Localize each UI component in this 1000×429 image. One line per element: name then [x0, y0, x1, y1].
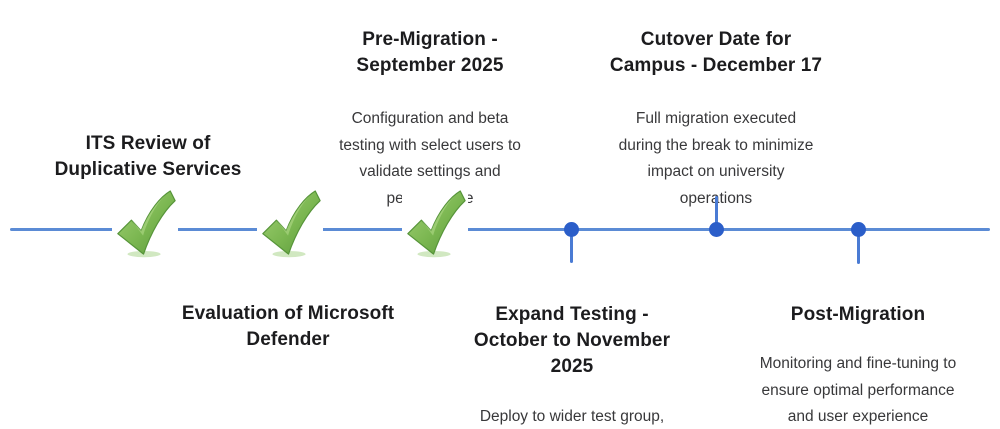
milestone-expand-testing: Expand Testing - October to November 202… — [452, 284, 692, 429]
milestone-evaluation-defender: Evaluation of Microsoft Defender — [158, 283, 418, 371]
milestone-cutover-date: Cutover Date for Campus - December 17 Fu… — [596, 9, 836, 230]
connector-line-down — [570, 236, 573, 263]
check-icon — [112, 190, 178, 258]
milestone-post-migration: Post-Migration Monitoring and fine-tunin… — [738, 284, 978, 429]
milestone-title: Expand Testing - October to November 202… — [473, 304, 671, 377]
timeline-line — [10, 228, 990, 231]
milestone-title: Post-Migration — [790, 304, 926, 325]
milestone-title: Evaluation of Microsoft Defender — [181, 303, 395, 350]
milestone-dot — [851, 222, 866, 237]
milestone-its-review: ITS Review of Duplicative Services — [28, 113, 268, 201]
milestone-description: Deploy to wider test group, ITS and volu… — [479, 408, 665, 425]
milestone-dot — [709, 222, 724, 237]
milestone-title: Pre-Migration - September 2025 — [356, 29, 504, 76]
milestone-description: Monitoring and fine-tuning to ensure opt… — [759, 355, 957, 425]
connector-line-up — [715, 196, 718, 224]
check-icon — [402, 190, 468, 258]
milestone-title: Cutover Date for Campus - December 17 — [609, 29, 823, 76]
connector-line-down — [857, 236, 860, 264]
milestone-dot — [564, 222, 579, 237]
milestone-title: ITS Review of Duplicative Services — [54, 133, 242, 180]
check-icon — [257, 190, 323, 258]
